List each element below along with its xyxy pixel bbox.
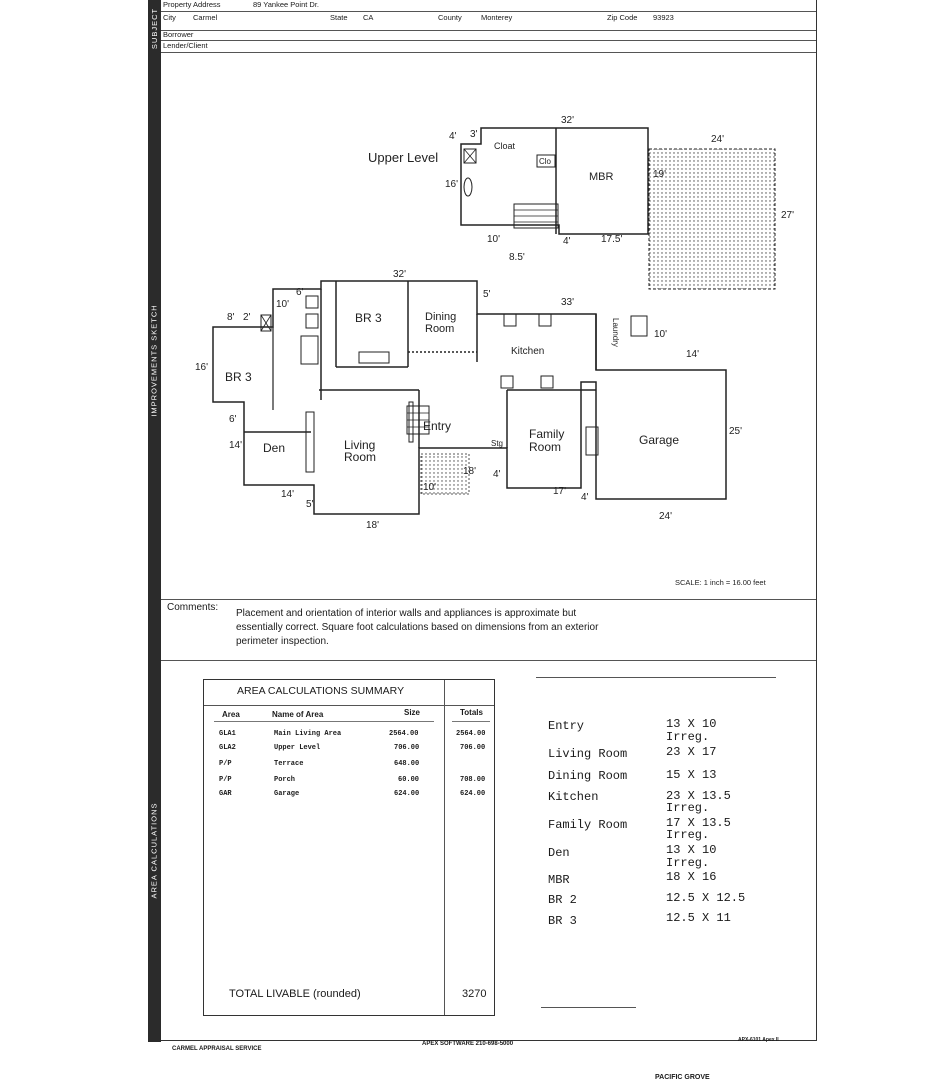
svg-text:14': 14' xyxy=(229,440,242,451)
svg-text:32': 32' xyxy=(393,269,406,280)
zip-label: Zip Code xyxy=(607,13,638,22)
calcs-side-label: AREA CALCULATIONS xyxy=(150,801,159,899)
svg-text:Cloat: Cloat xyxy=(494,141,516,151)
svg-text:Kitchen: Kitchen xyxy=(511,346,544,357)
svg-text:14': 14' xyxy=(686,349,699,360)
svg-text:4': 4' xyxy=(493,469,501,480)
borrower-label: Borrower xyxy=(163,30,194,39)
section-divider xyxy=(161,660,816,661)
svg-text:14': 14' xyxy=(281,489,294,500)
totals-column-divider xyxy=(444,680,445,1015)
svg-text:10': 10' xyxy=(487,234,500,245)
svg-text:Room: Room xyxy=(529,440,561,454)
svg-text:6': 6' xyxy=(229,414,237,425)
svg-text:Laundry: Laundry xyxy=(611,318,620,347)
total-livable-value: 3270 xyxy=(462,988,487,1000)
svg-text:4': 4' xyxy=(449,131,457,142)
area-column-header: Area xyxy=(222,710,240,719)
state-label: State xyxy=(330,13,348,22)
svg-text:Entry: Entry xyxy=(423,419,451,433)
svg-text:6': 6' xyxy=(296,287,304,298)
floor-plan-sketch: Upper Level Cloat Clo MBR BR 3 BR 3 Dini… xyxy=(195,115,794,587)
zip-value: 93923 xyxy=(653,13,674,22)
svg-text:Clo: Clo xyxy=(539,157,552,166)
total-livable-label: TOTAL LIVABLE (rounded) xyxy=(229,988,361,1000)
sketch-side-label: IMPROVEMENTS SKETCH xyxy=(150,303,159,417)
svg-text:Family: Family xyxy=(529,427,564,441)
scale-label: SCALE: 1 inch = 16.00 feet xyxy=(675,578,767,587)
svg-text:4': 4' xyxy=(581,492,589,503)
svg-text:10': 10' xyxy=(276,299,289,310)
footer-form-id: APX-6101 Apex II xyxy=(738,1037,779,1043)
name-column-header: Name of Area xyxy=(272,710,324,719)
upper-level-plan xyxy=(460,127,776,290)
svg-text:Living: Living xyxy=(344,438,375,452)
svg-text:Stg: Stg xyxy=(491,439,503,448)
svg-text:Room: Room xyxy=(344,450,376,464)
svg-text:32': 32' xyxy=(561,115,574,126)
city-value: Carmel xyxy=(193,13,218,22)
totals-column-header: Totals xyxy=(460,708,483,717)
svg-text:2': 2' xyxy=(243,312,251,323)
header-divider xyxy=(161,40,816,41)
footer-company: CARMEL APPRAISAL SERVICE xyxy=(172,1046,262,1052)
svg-text:Den: Den xyxy=(263,441,285,455)
svg-text:8': 8' xyxy=(227,312,235,323)
lender-label: Lender/Client xyxy=(163,41,208,50)
svg-text:5': 5' xyxy=(483,289,491,300)
svg-text:17': 17' xyxy=(553,486,566,497)
comments-divider xyxy=(161,599,816,600)
upper-level-label: Upper Level xyxy=(368,150,438,165)
summary-title: AREA CALCULATIONS SUMMARY xyxy=(237,685,405,697)
comments-label: Comments: xyxy=(167,602,219,613)
property-label: Property Address xyxy=(163,0,221,9)
footer-bottom-text: PACIFIC GROVE xyxy=(655,1074,710,1081)
svg-text:16': 16' xyxy=(195,362,208,373)
dimension-labels: 32' 24' 4' 3' 16' 19' 27' 10' 4' 17.5' 8… xyxy=(195,115,794,531)
svg-text:BR 3: BR 3 xyxy=(225,370,252,384)
svg-text:18': 18' xyxy=(463,466,476,477)
size-column-header: Size xyxy=(404,708,421,717)
svg-text:8.5': 8.5' xyxy=(509,252,525,263)
comments-text: Placement and orientation of interior wa… xyxy=(236,608,599,647)
svg-text:3': 3' xyxy=(470,129,478,140)
property-address-row: Property Address 89 Yankee Point Dr. xyxy=(163,0,319,9)
svg-text:18': 18' xyxy=(366,520,379,531)
header-divider xyxy=(161,11,816,12)
county-value: Monterey xyxy=(481,13,513,22)
svg-text:Room: Room xyxy=(425,323,454,335)
svg-text:Dining: Dining xyxy=(425,311,456,323)
svg-text:24': 24' xyxy=(659,511,672,522)
footer-software: APEX SOFTWARE 210-698-5000 xyxy=(422,1041,514,1047)
subject-side-label: SUBJECT xyxy=(150,7,160,49)
svg-text:4': 4' xyxy=(563,236,571,247)
svg-text:Garage: Garage xyxy=(639,433,679,447)
area-summary-box: AREA CALCULATIONS SUMMARY Area Name of A… xyxy=(203,679,495,1016)
city-row: City Carmel State CA County Monterey Zip… xyxy=(163,13,813,22)
mbr-label: MBR xyxy=(589,171,614,183)
main-level-plan xyxy=(212,280,727,515)
property-value: 89 Yankee Point Dr. xyxy=(253,0,320,9)
county-label: County xyxy=(438,13,462,22)
room-dimensions-list: Entry 13 X 10 Irreg. Living Room 23 X 17… xyxy=(536,675,776,1010)
header-divider xyxy=(161,52,816,53)
header-divider xyxy=(161,30,816,31)
svg-text:19': 19' xyxy=(653,169,666,180)
svg-text:10': 10' xyxy=(423,482,436,493)
svg-text:16': 16' xyxy=(445,179,458,190)
svg-text:10': 10' xyxy=(654,329,667,340)
form-frame xyxy=(161,0,817,1041)
svg-text:33': 33' xyxy=(561,297,574,308)
side-binding-bar: SUBJECT IMPROVEMENTS SKETCH AREA CALCULA… xyxy=(148,0,161,1042)
svg-text:BR 3: BR 3 xyxy=(355,311,382,325)
city-label: City xyxy=(163,13,176,22)
svg-text:25': 25' xyxy=(729,426,742,437)
svg-text:17.5': 17.5' xyxy=(601,234,622,245)
state-value: CA xyxy=(363,13,374,22)
svg-text:5': 5' xyxy=(306,499,314,510)
svg-text:27': 27' xyxy=(781,210,794,221)
svg-text:24': 24' xyxy=(711,134,724,145)
